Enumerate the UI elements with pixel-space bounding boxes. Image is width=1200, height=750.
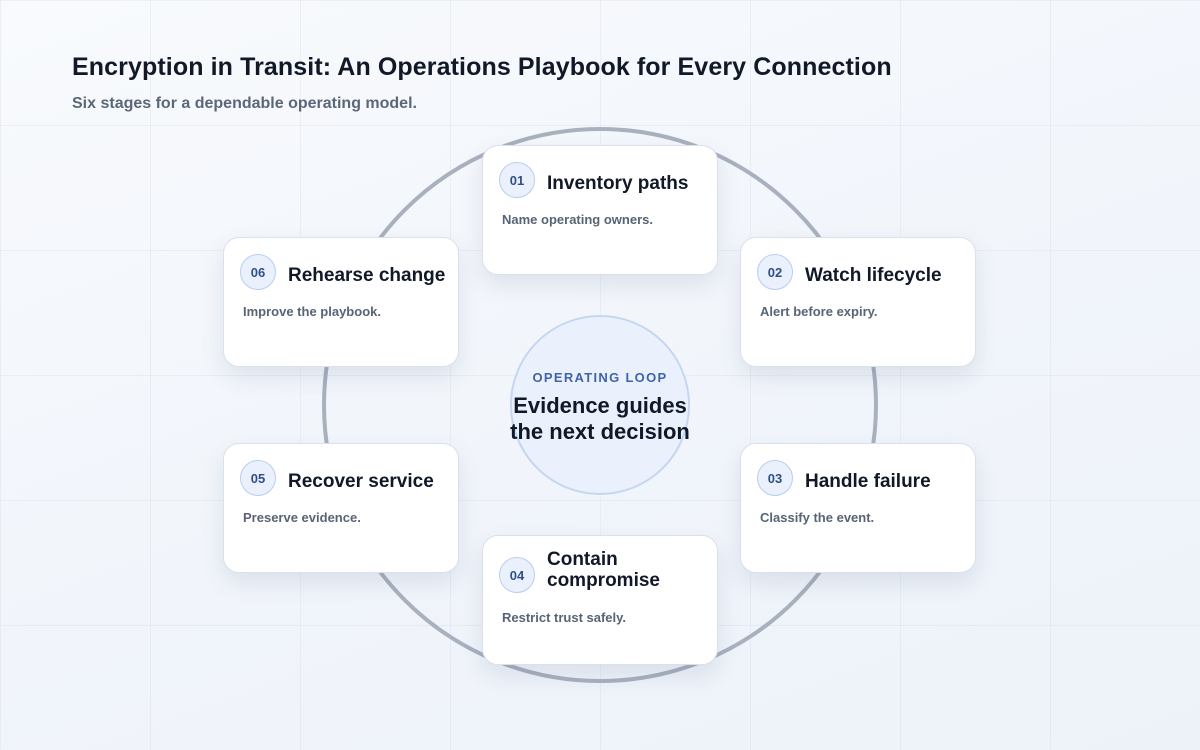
page-subtitle: Six stages for a dependable operating mo… xyxy=(72,95,417,112)
stage-number-badge: 02 xyxy=(757,254,793,290)
stage-number-badge: 05 xyxy=(240,460,276,496)
stage-title: Recover service xyxy=(288,471,434,492)
hub-kicker: OPERATING LOOP xyxy=(532,369,668,385)
stage-number-badge: 04 xyxy=(499,557,535,593)
stage-card-inventory-paths[interactable]: 01 Inventory paths Name operating owners… xyxy=(482,145,718,275)
stage-title: Handle failure xyxy=(805,471,931,492)
stage-description: Preserve evidence. xyxy=(243,510,361,525)
stage-title: Watch lifecycle xyxy=(805,265,942,286)
stage-card-rehearse-change[interactable]: 06 Rehearse change Improve the playbook. xyxy=(223,237,459,367)
stage-title: Inventory paths xyxy=(547,173,689,194)
stage-title: Contain compromise xyxy=(547,549,660,591)
page-title: Encryption in Transit: An Operations Pla… xyxy=(72,53,892,81)
stage-number-badge: 06 xyxy=(240,254,276,290)
stage-description: Alert before expiry. xyxy=(760,304,878,319)
stage-number-badge: 03 xyxy=(757,460,793,496)
hub-title: Evidence guides the next decision xyxy=(510,392,690,444)
stage-card-handle-failure[interactable]: 03 Handle failure Classify the event. xyxy=(740,443,976,573)
stage-title: Rehearse change xyxy=(288,265,446,286)
stage-description: Improve the playbook. xyxy=(243,304,381,319)
stage-card-contain-compromise[interactable]: 04 Contain compromise Restrict trust saf… xyxy=(482,535,718,665)
stage-description: Restrict trust safely. xyxy=(502,610,627,625)
stage-number-badge: 01 xyxy=(499,162,535,198)
stage-description: Classify the event. xyxy=(760,510,875,525)
stage-card-watch-lifecycle[interactable]: 02 Watch lifecycle Alert before expiry. xyxy=(740,237,976,367)
operating-loop-hub: OPERATING LOOP Evidence guides the next … xyxy=(510,315,690,495)
stage-card-recover-service[interactable]: 05 Recover service Preserve evidence. xyxy=(223,443,459,573)
stage-description: Name operating owners. xyxy=(502,212,653,227)
loop-ring-circle xyxy=(322,127,878,683)
